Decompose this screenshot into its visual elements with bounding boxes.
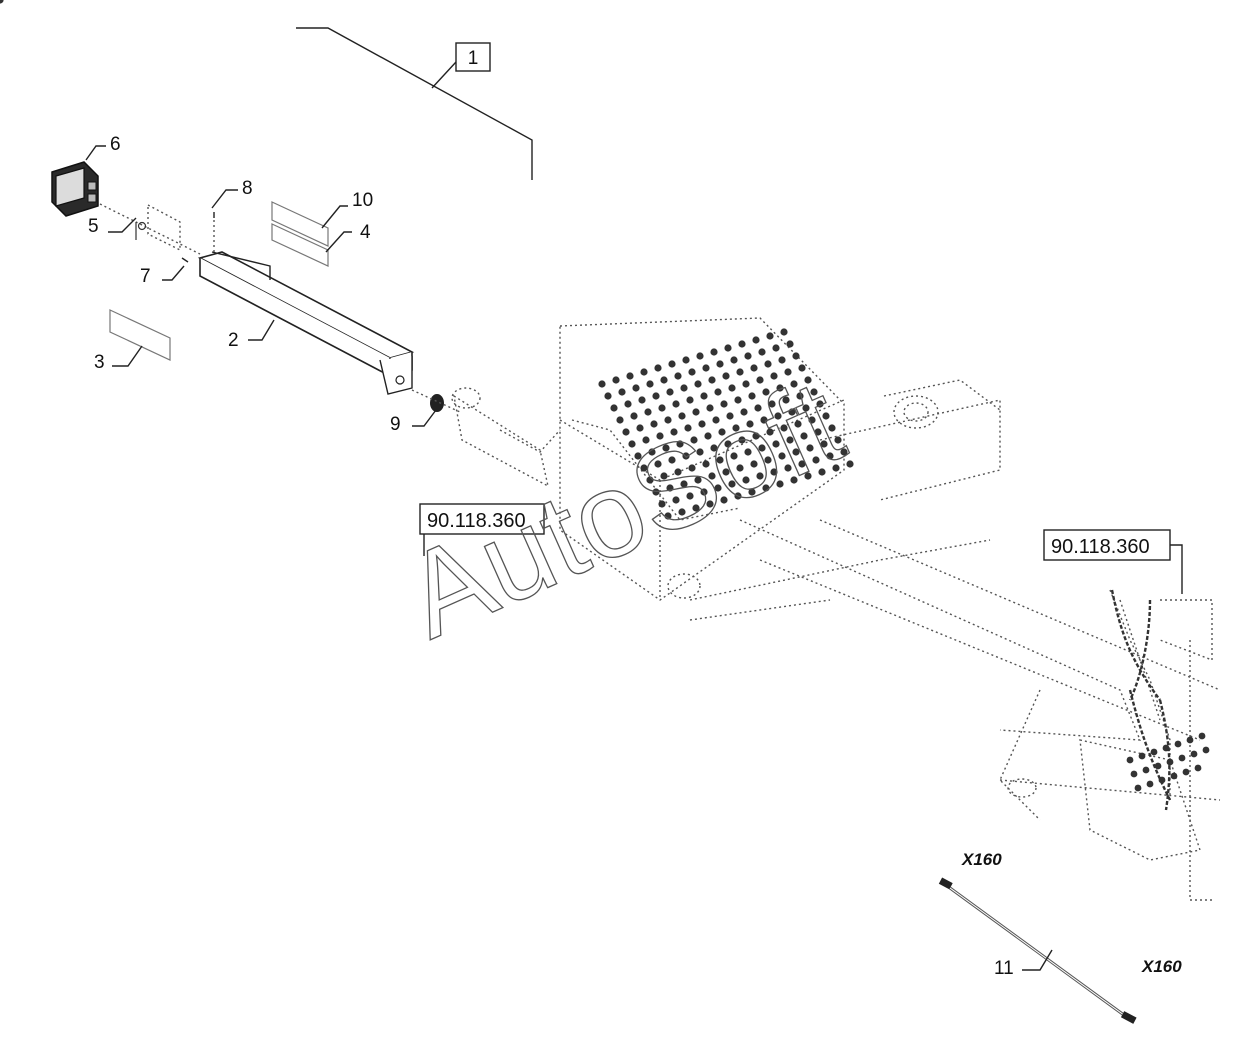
callout-1: 1: [468, 48, 479, 69]
callout-box-1: [455, 42, 491, 72]
callout-9: 9: [390, 414, 401, 435]
tread-plate-right: [1126, 732, 1210, 792]
bushing: [411, 389, 461, 413]
reference-right-label: 90.118.360: [1051, 536, 1150, 558]
reference-right: 90.118.360: [1043, 529, 1183, 594]
callout-2: 2: [228, 330, 239, 351]
lamp-bracket: [99, 203, 201, 255]
tread-plate: [0, 0, 854, 520]
assembly-bracket: 1: [296, 27, 533, 180]
decals-10-4: [271, 201, 329, 267]
callout-8: 8: [242, 178, 253, 199]
callout-11: 11: [994, 958, 1014, 979]
watermark: AutoSoft: [386, 354, 861, 664]
callout-3: 3: [94, 352, 105, 373]
callout-10: 10: [352, 190, 373, 211]
work-lamp: [51, 161, 99, 217]
extension-arm: [197, 251, 415, 395]
wire-harness: [938, 877, 1137, 1024]
callout-4: 4: [360, 222, 371, 243]
main-frame: [451, 317, 1221, 901]
callout-6: 6: [110, 134, 121, 155]
hydraulic-hoses: [1110, 589, 1172, 811]
decal-3: [109, 309, 171, 361]
connector-label-bottom: X160: [1141, 957, 1182, 976]
reference-left-label: 90.118.360: [427, 510, 526, 532]
reference-left: 90.118.360: [419, 503, 545, 556]
callout-7: 7: [140, 266, 151, 287]
callout-5: 5: [88, 216, 99, 237]
connector-label-top: X160: [961, 850, 1002, 869]
